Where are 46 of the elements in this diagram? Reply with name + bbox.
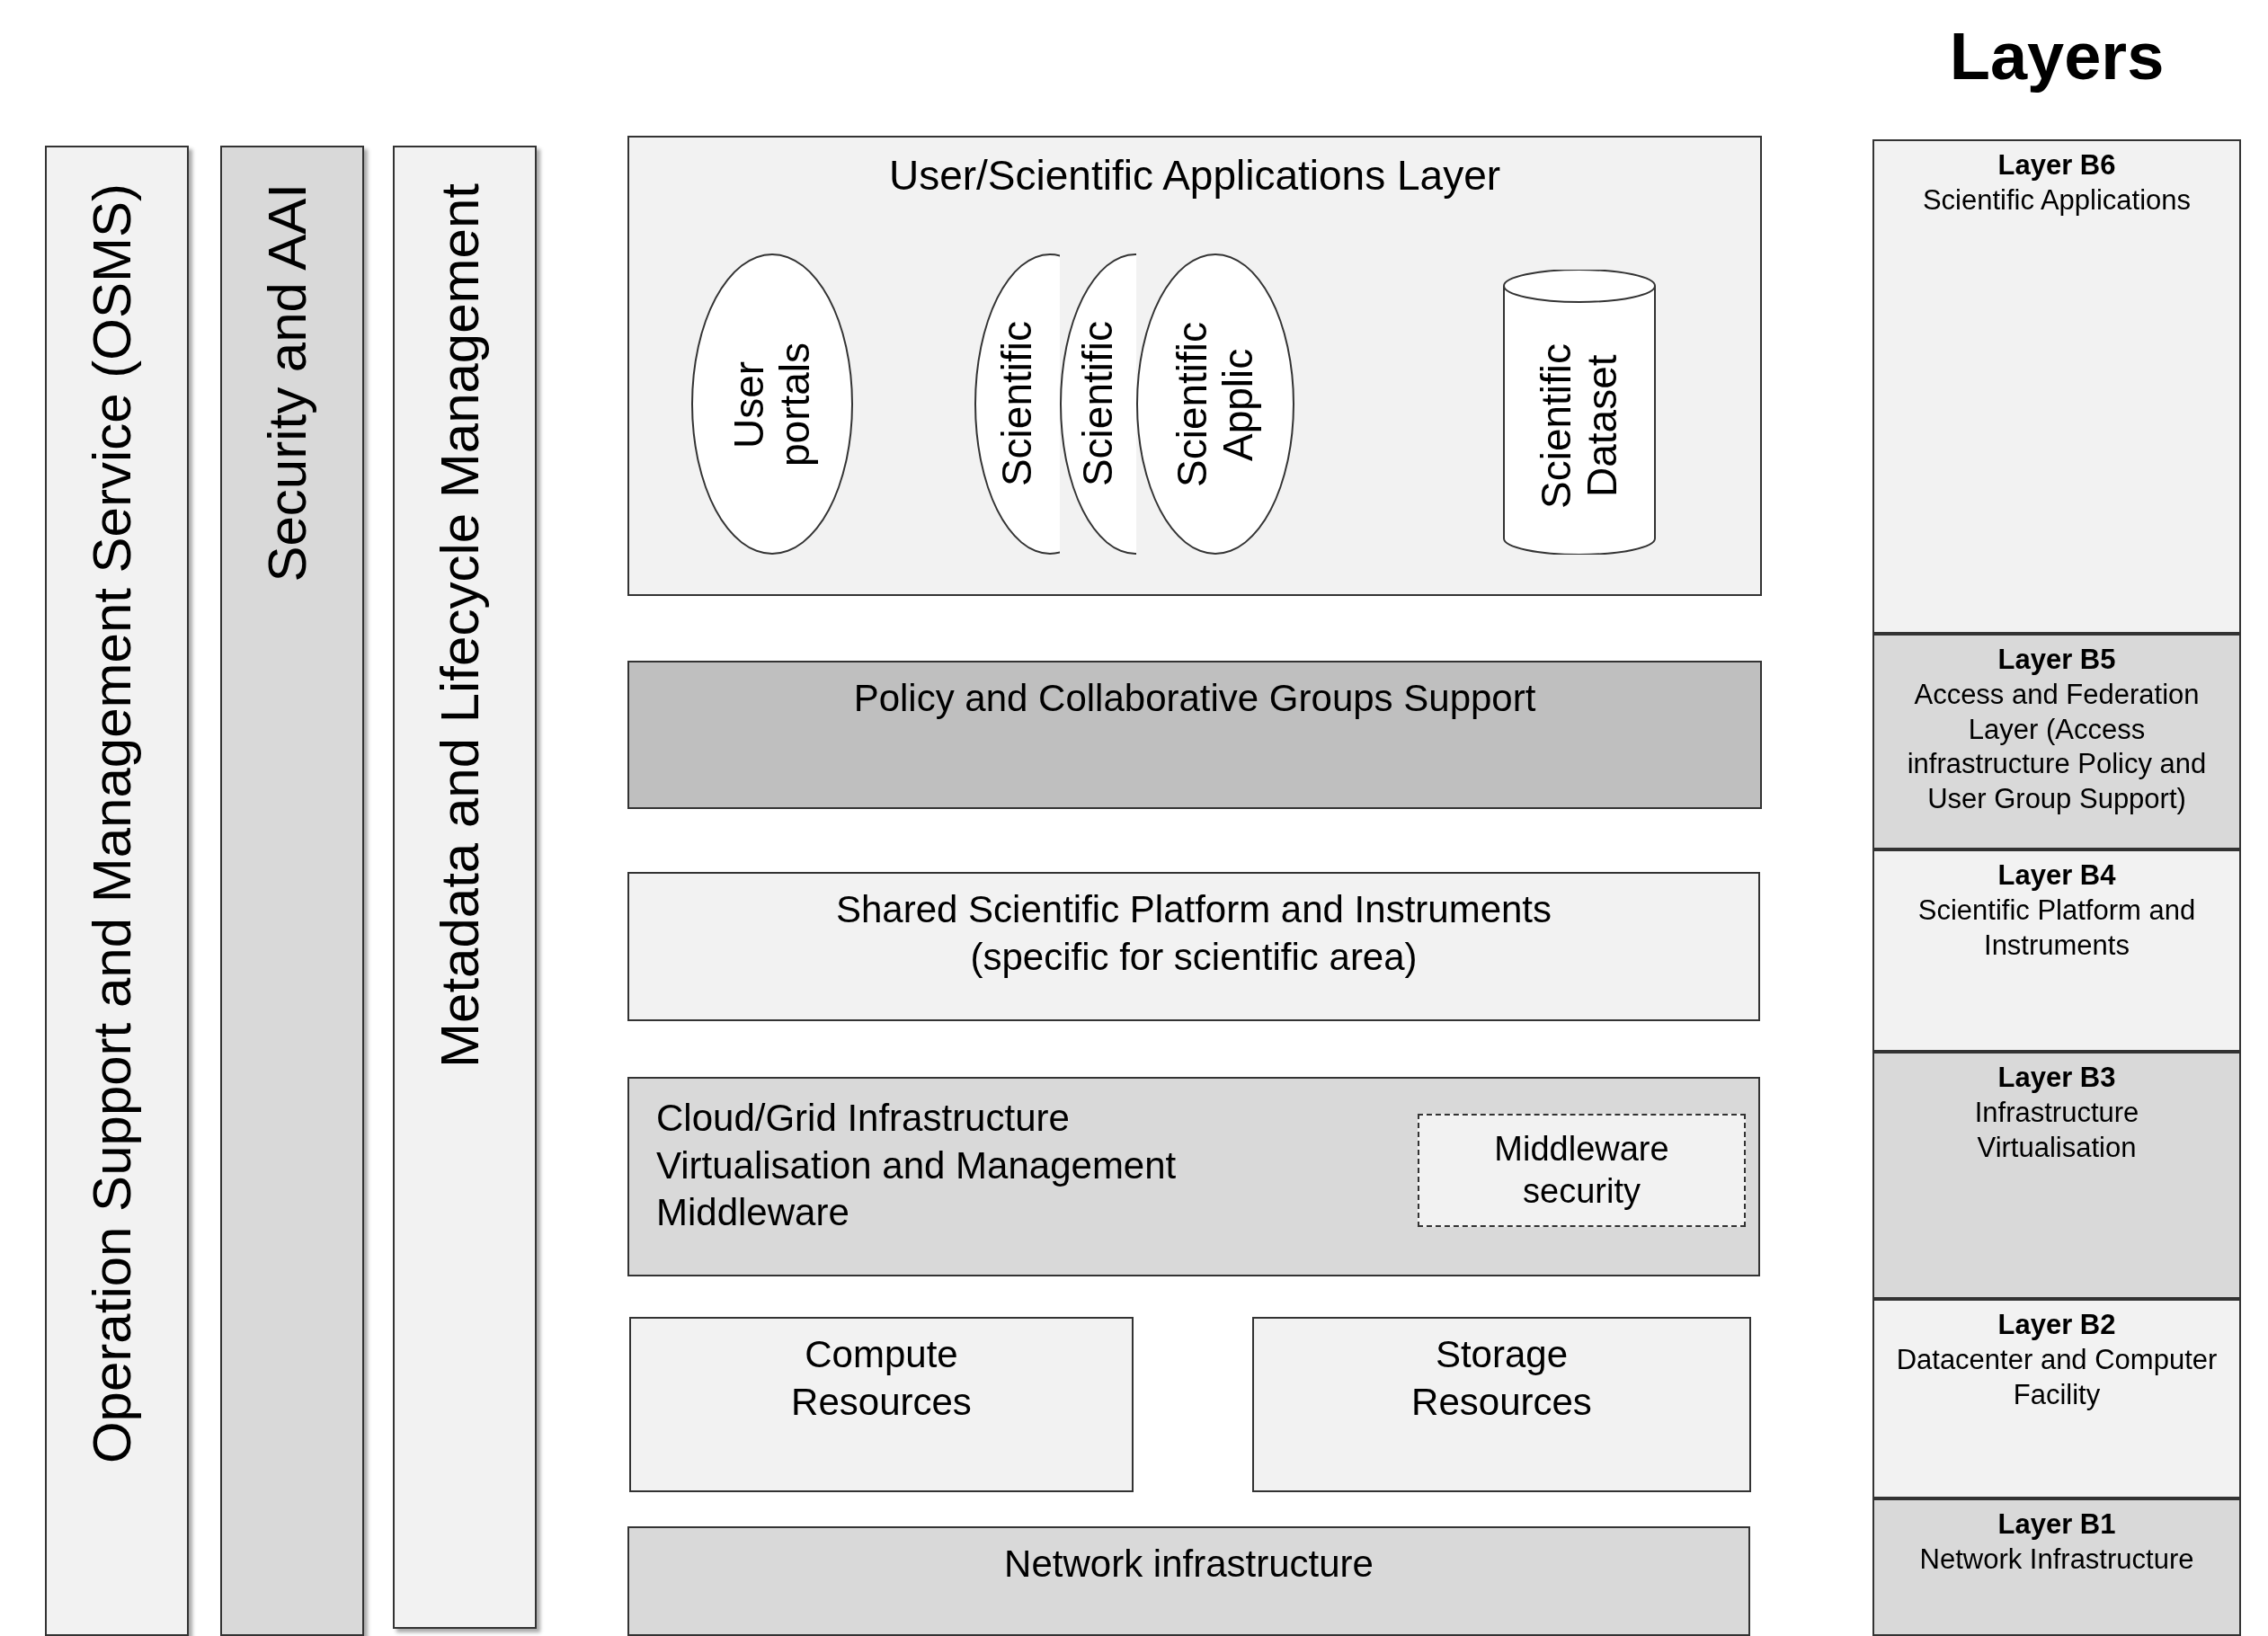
layer-panel: [627, 872, 1760, 1021]
layers-heading: Layers: [1948, 18, 2166, 94]
layer-box: [1872, 634, 2241, 849]
layer-description: Scientific Platform and Instruments: [1917, 893, 2197, 963]
panel-label: Compute Resources: [790, 1332, 973, 1425]
ellipse-label: User portals: [726, 341, 818, 468]
layer-description: Network Infrastructure: [1918, 1542, 2195, 1577]
layer-heading: Layer B2: [1997, 1308, 2117, 1342]
vertical-label: Metadata and Lifecycle Management: [429, 183, 491, 1068]
layer-heading: Layer B6: [1997, 148, 2117, 182]
layer-panel: [627, 661, 1762, 809]
vertical-label: Operation Support and Management Service (OSMS): [81, 183, 143, 1464]
layer-box: [1872, 1498, 2241, 1636]
layer-description: Scientific Applications: [1922, 182, 2192, 218]
cylinder-label: Scientific Dataset: [1534, 342, 1625, 511]
layer-description: Access and Federation Layer (Access infrastructure Policy and User Group Support): [1906, 677, 2208, 816]
ellipse-label: Scientific: [994, 321, 1040, 487]
ellipse-label: Scientific: [1075, 321, 1121, 487]
layer-heading: Layer B4: [1997, 858, 2117, 893]
layer-box: [1872, 139, 2241, 634]
layer-description: Datacenter and Computer Facility: [1895, 1342, 2219, 1412]
panel-label: Network infrastructure: [1004, 1542, 1374, 1587]
layer-panel: [627, 1526, 1750, 1636]
vertical-service-bar: [45, 146, 189, 1636]
panel-label: Cloud/Grid Infrastructure Virtualisation and Management Middleware: [656, 1096, 1178, 1235]
layer-heading: Layer B3: [1997, 1061, 2117, 1095]
ellipse-label: Scientific Applic: [1170, 320, 1261, 489]
resource-box: [629, 1317, 1134, 1492]
layer-description: Infrastructure Virtualisation: [1973, 1095, 2140, 1165]
layer-box: [1872, 849, 2241, 1052]
layer-panel: [627, 1077, 1760, 1276]
vertical-label: Security and AAI: [256, 183, 318, 582]
layer-box: [1872, 1299, 2241, 1498]
layer-panel: [627, 136, 1762, 596]
layer-heading: Layer B1: [1997, 1507, 2117, 1542]
vertical-service-bar: [393, 146, 537, 1629]
layer-box: [1872, 1052, 2241, 1299]
layer-heading: Layer B5: [1997, 643, 2117, 677]
panel-label: Middleware security: [1493, 1128, 1670, 1212]
vertical-service-bar: [220, 146, 364, 1636]
panel-label: Storage Resources: [1410, 1332, 1593, 1425]
panel-label: Shared Scientific Platform and Instruments (specific for scientific area): [835, 887, 1552, 980]
panel-label: User/Scientific Applications Layer: [888, 151, 1501, 200]
resource-box: [1252, 1317, 1751, 1492]
panel-label: Policy and Collaborative Groups Support: [853, 676, 1536, 721]
dashed-box: [1418, 1114, 1746, 1227]
